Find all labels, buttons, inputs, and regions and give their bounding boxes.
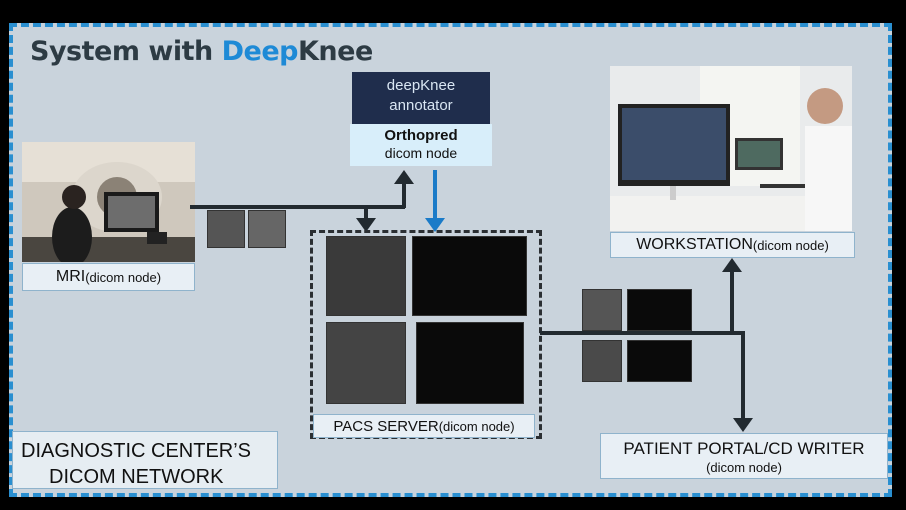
- deepknee-annotator-box: deepKnee annotator: [352, 72, 490, 124]
- connector-line: [730, 270, 734, 334]
- pacs-annotated-image: [412, 236, 527, 316]
- arrow-down-icon: [356, 218, 376, 232]
- shared-scan-thumbnail: [627, 289, 692, 331]
- pacs-mri-image: [326, 322, 406, 404]
- connector-line: [190, 205, 405, 209]
- pacs-label: PACS SERVER(dicom node): [313, 414, 535, 438]
- connector-line: [540, 331, 745, 335]
- orthopred-node: Orthopred dicom node: [350, 124, 492, 166]
- workstation-photo: [610, 66, 852, 231]
- arrow-up-icon: [722, 258, 742, 272]
- connector-line: [402, 180, 406, 208]
- shared-scan-thumbnail: [582, 340, 622, 382]
- diagram-title: System with DeepKnee: [30, 36, 373, 67]
- workstation-label: WORKSTATION(dicom node): [610, 232, 855, 258]
- patient-portal-label: PATIENT PORTAL/CD WRITER (dicom node): [600, 433, 888, 479]
- mri-label: MRI(dicom node): [22, 263, 195, 291]
- mri-scan-thumbnail: [207, 210, 245, 248]
- arrow-down-icon: [733, 418, 753, 432]
- shared-scan-thumbnail: [627, 340, 692, 382]
- connector-line: [741, 331, 745, 423]
- network-label: DIAGNOSTIC CENTER’S DICOM NETWORK: [12, 431, 278, 489]
- mri-photo: [22, 142, 195, 262]
- connector-line: [364, 207, 368, 225]
- pacs-annotated-image: [416, 322, 524, 404]
- arrow-up-icon: [394, 170, 414, 184]
- arrow-down-icon: [425, 218, 445, 232]
- shared-scan-thumbnail: [582, 289, 622, 331]
- mri-scan-thumbnail: [248, 210, 286, 248]
- pacs-mri-image: [326, 236, 406, 316]
- annotator-to-pacs-line: [433, 170, 437, 222]
